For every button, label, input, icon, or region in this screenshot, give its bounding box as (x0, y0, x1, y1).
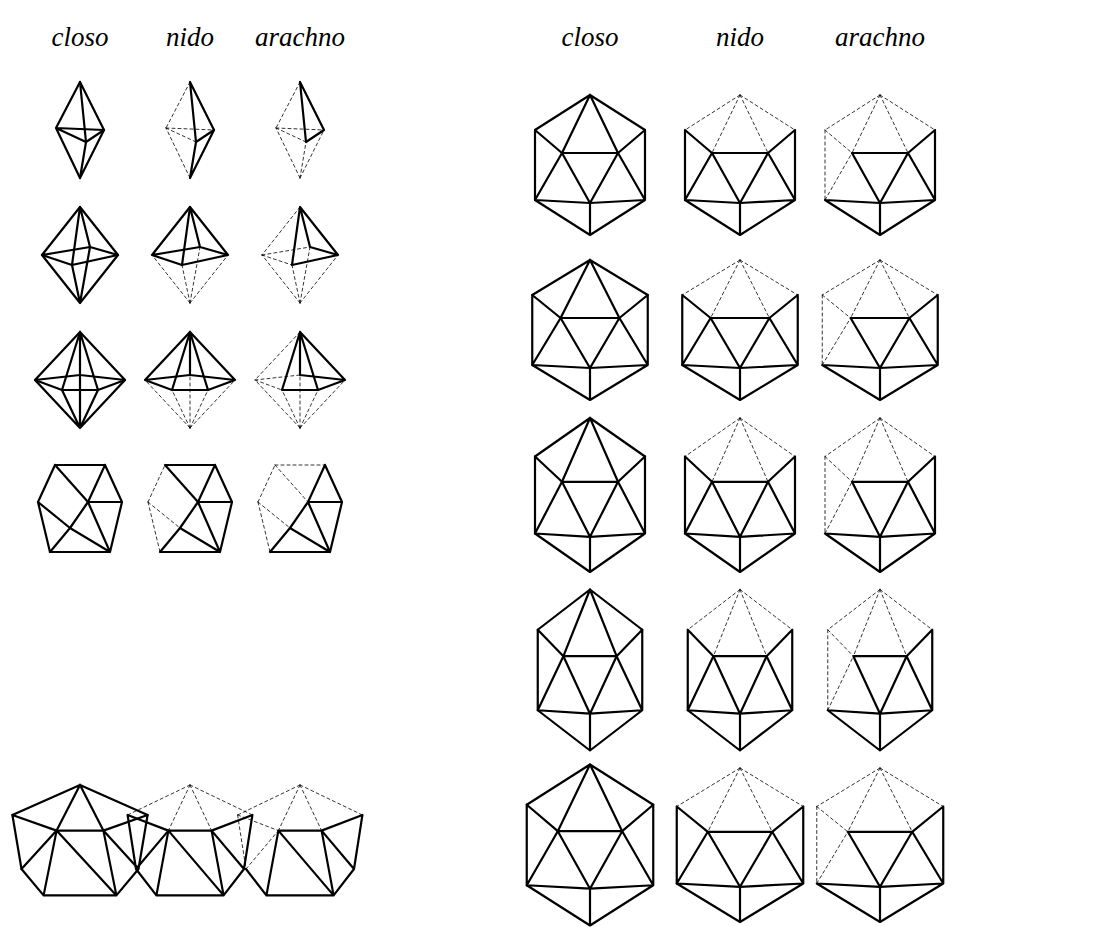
nido-polyhedron (152, 207, 228, 303)
closo-polyhedron (35, 332, 125, 428)
closo-polyhedron (538, 590, 643, 751)
column-heading: nido (716, 22, 764, 53)
closo-polyhedron (535, 95, 645, 235)
arachno-polyhedron (238, 785, 363, 895)
nido-polyhedron (145, 332, 235, 428)
arachno-polyhedron (258, 465, 342, 552)
nido-polyhedron (685, 418, 795, 572)
arachno-polyhedron (825, 95, 935, 235)
closo-polyhedron (532, 260, 648, 400)
closo-polyhedron (56, 82, 104, 178)
closo-polyhedron (535, 418, 645, 572)
arachno-polyhedron (255, 332, 345, 428)
nido-polyhedron (677, 768, 804, 922)
column-heading: arachno (835, 22, 925, 53)
column-heading: nido (166, 22, 214, 53)
nido-polyhedron (128, 785, 253, 895)
column-heading: closo (562, 22, 619, 53)
nido-polyhedron (148, 465, 232, 552)
arachno-polyhedron (817, 768, 944, 922)
arachno-polyhedron (262, 207, 338, 303)
nido-polyhedron (688, 590, 793, 751)
arachno-polyhedron (822, 260, 938, 400)
closo-polyhedron (38, 465, 122, 552)
column-heading: arachno (255, 22, 345, 53)
nido-polyhedron (685, 95, 795, 235)
closo-polyhedron (12, 785, 147, 895)
arachno-polyhedron (828, 590, 933, 751)
closo-polyhedron (42, 207, 118, 303)
closo-polyhedron (527, 765, 654, 926)
nido-polyhedron (166, 82, 214, 178)
arachno-polyhedron (276, 82, 324, 178)
arachno-polyhedron (825, 418, 935, 572)
column-heading: closo (52, 22, 109, 53)
nido-polyhedron (682, 260, 798, 400)
